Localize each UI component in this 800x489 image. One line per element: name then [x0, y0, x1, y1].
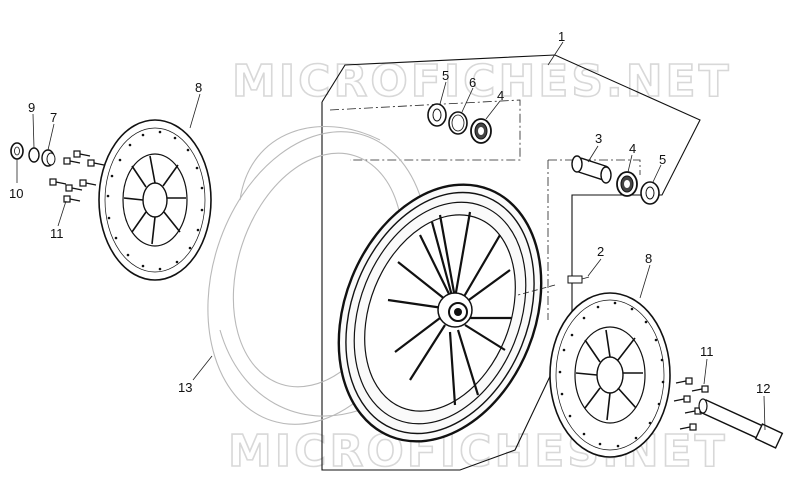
callout-8-left: 8	[195, 80, 202, 95]
callout-8-right: 8	[645, 251, 652, 266]
spacer-2	[517, 275, 590, 296]
callout-7: 7	[50, 110, 57, 125]
callout-6: 6	[469, 75, 476, 90]
disc-bolts-right	[673, 377, 709, 431]
callout-5-right: 5	[659, 152, 666, 167]
bearing-4-top	[470, 118, 492, 144]
brake-disc-left	[98, 119, 212, 281]
wheel-axle	[698, 398, 784, 449]
callout-2: 2	[597, 244, 604, 259]
nut-7	[41, 149, 56, 167]
leader-lines	[16, 41, 766, 431]
washer-10	[10, 142, 24, 160]
ring-9	[28, 147, 40, 163]
bearing-4-right	[616, 171, 638, 197]
callout-11-right: 11	[700, 344, 714, 359]
brake-disc-right	[549, 292, 671, 458]
callout-11-left: 11	[50, 226, 64, 241]
callout-12: 12	[756, 381, 770, 396]
seal-5-right	[640, 181, 660, 205]
callout-13: 13	[178, 380, 192, 395]
disc-bolts-left	[49, 150, 105, 203]
rim	[337, 183, 543, 443]
callouts: 1 5 6 4 3 4 5 2 8 8 9 7 10 11 11 12 13	[9, 29, 770, 396]
spacer-3	[571, 155, 612, 184]
callout-5-top: 5	[442, 68, 449, 83]
callout-4-right: 4	[629, 141, 636, 156]
callout-10: 10	[9, 186, 23, 201]
callout-4-top: 4	[497, 88, 504, 103]
callout-3: 3	[595, 131, 602, 146]
callout-9: 9	[28, 100, 35, 115]
seal-5-top	[427, 103, 447, 127]
watermark-top: MICROFICHES.NET	[232, 56, 732, 107]
spacer-6	[448, 111, 468, 135]
callout-1: 1	[558, 29, 565, 44]
